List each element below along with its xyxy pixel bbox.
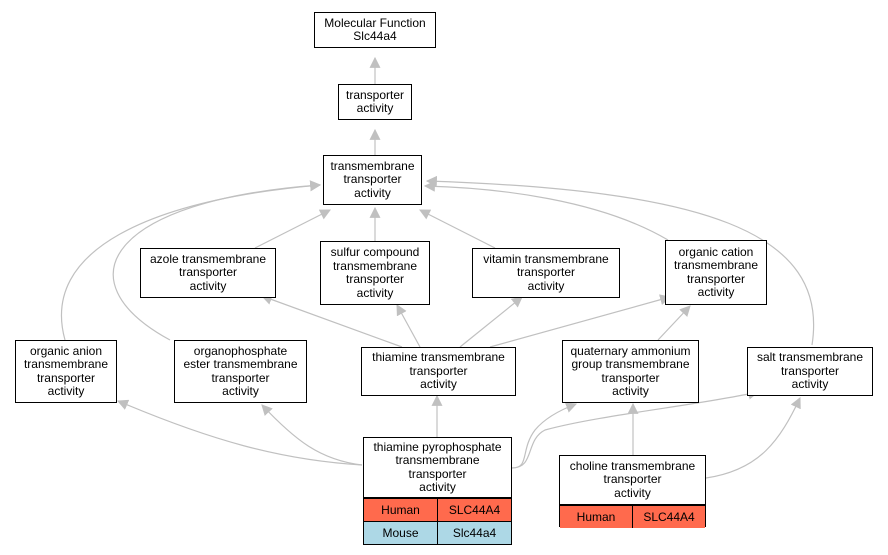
- node-root-molecular-function[interactable]: Molecular Function Slc44a4: [314, 12, 436, 48]
- gene-cell[interactable]: SLC44A4: [632, 506, 705, 528]
- edge-thiamine-vitamin: [459, 296, 523, 348]
- edge-thiamine-cation: [489, 294, 672, 348]
- node-sulfur-compound-transmembrane[interactable]: sulfur compound transmembrane transporte…: [320, 241, 430, 305]
- gene-cell[interactable]: SLC44A4: [437, 499, 511, 521]
- edge-tpp-orgphos: [261, 404, 363, 466]
- node-salt-transmembrane[interactable]: salt transmembrane transporter activity: [747, 347, 873, 396]
- node-organic-cation-transmembrane[interactable]: organic cation transmembrane transporter…: [665, 240, 767, 305]
- node-organophosphate-ester[interactable]: organophosphate ester transmembrane tran…: [174, 340, 307, 403]
- edge-tpp-anion: [116, 399, 363, 466]
- edge-choline-salt: [705, 397, 801, 479]
- node-azole-transmembrane[interactable]: azole transmembrane transporter activity: [140, 248, 276, 298]
- edge-orgphos-tm: [112, 180, 322, 341]
- node-thiamine-transmembrane[interactable]: thiamine transmembrane transporter activ…: [361, 347, 516, 396]
- gene-row-human: Human SLC44A4: [364, 498, 511, 521]
- node-organic-anion-transmembrane[interactable]: organic anion transmembrane transporter …: [15, 340, 117, 403]
- edge-thiamine-sulfur: [396, 304, 421, 348]
- edge-tpp-quaternary: [511, 402, 578, 469]
- edge-thiamine-azole: [260, 294, 403, 348]
- node-vitamin-transmembrane[interactable]: vitamin transmembrane transporter activi…: [472, 248, 620, 298]
- node-quaternary-ammonium[interactable]: quaternary ammonium group transmembrane …: [562, 340, 699, 403]
- edge-cation-tm: [423, 180, 669, 241]
- species-cell: Human: [560, 506, 632, 528]
- gene-row-mouse: Mouse Slc44a4: [364, 521, 511, 544]
- edge-vitamin-tm: [419, 209, 496, 249]
- node-transmembrane-transporter-activity[interactable]: transmembrane transporter activity: [323, 155, 422, 205]
- gene-cell[interactable]: Slc44a4: [437, 522, 511, 544]
- edge-azole-tm: [254, 209, 331, 249]
- node-title[interactable]: choline transmembrane transporter activi…: [560, 456, 705, 505]
- node-thiamine-pyrophosphate[interactable]: thiamine pyrophosphate transmembrane tra…: [363, 437, 512, 545]
- edge-tpp-salt: [511, 388, 760, 469]
- species-cell: Mouse: [364, 522, 437, 544]
- node-transporter-activity[interactable]: transporter activity: [338, 84, 412, 120]
- edge-quaternary-cation: [657, 305, 691, 341]
- species-cell: Human: [364, 499, 437, 521]
- node-choline-transmembrane[interactable]: choline transmembrane transporter activi…: [559, 455, 706, 528]
- edge-salt-tm: [425, 175, 815, 346]
- node-title[interactable]: thiamine pyrophosphate transmembrane tra…: [364, 438, 511, 498]
- gene-row-human: Human SLC44A4: [560, 505, 705, 528]
